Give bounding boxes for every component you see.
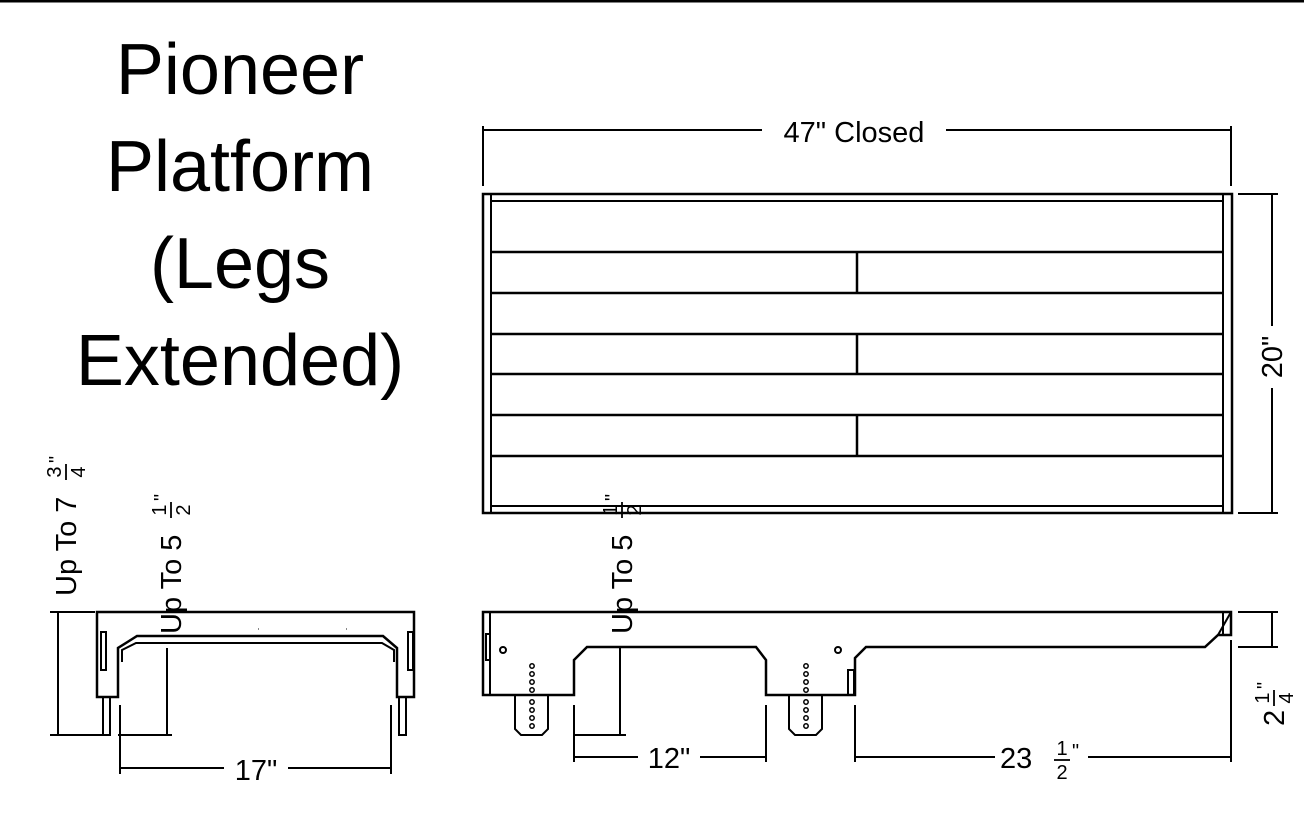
dim-side-leg-height: Up To 7 3 4 " — [44, 456, 103, 736]
dim-side-inner-height: Up To 5 1 2 " — [118, 494, 195, 736]
dim-front-inner-height-prefix: Up To 5 — [607, 535, 639, 634]
dim-side-width: 17" — [119, 705, 392, 787]
drawing-title: Pioneer Platform (Legs Extended) — [30, 22, 450, 410]
side-right-leg — [398, 696, 407, 736]
front-leg-holes — [529, 663, 809, 729]
dim-front-span-suffix: " — [1072, 741, 1079, 763]
dim-side-inner-height-num: 1 — [149, 504, 171, 515]
dim-front-height-prefix: 2 — [1259, 710, 1291, 726]
dim-front-leg-gap: 12" — [573, 705, 767, 775]
dim-top-width: 47" Closed — [482, 117, 1232, 186]
front-view-frame — [481, 610, 1233, 697]
front-right-leg — [788, 695, 823, 736]
dim-front-height: 2 1 4 " — [1238, 611, 1298, 726]
dim-front-span: 23 1 2 " — [854, 640, 1232, 784]
dim-front-inner-height-den: 2 — [624, 504, 646, 515]
front-left-leg — [514, 695, 549, 736]
dim-front-height-suffix: " — [1254, 682, 1276, 689]
side-view-frame — [95, 610, 416, 699]
dim-front-leg-gap-label: 12" — [648, 743, 691, 775]
dim-side-leg-height-num: 3 — [44, 466, 66, 477]
front-right-chamfer — [1217, 611, 1232, 636]
dim-front-span-prefix: 23 — [1000, 743, 1032, 775]
front-hole-right — [834, 646, 842, 654]
title-line-4: Extended) — [75, 321, 405, 401]
front-view: Up To 5 1 2 " 12" — [481, 494, 1298, 784]
dim-side-leg-height-suffix: " — [46, 456, 68, 463]
side-left-leg — [102, 696, 111, 736]
title-line-3: (Legs — [149, 224, 331, 304]
front-hole-left — [499, 646, 507, 654]
dim-side-leg-height-label: Up To 7 3 4 " — [44, 456, 90, 596]
dim-side-inner-height-suffix: " — [151, 494, 173, 501]
side-left-slot — [100, 631, 107, 671]
dim-side-leg-height-prefix: Up To 7 — [51, 497, 83, 596]
dim-side-inner-height-den: 2 — [173, 504, 195, 515]
dim-front-span-den: 2 — [1056, 762, 1067, 784]
title-line-2: Platform — [105, 127, 375, 207]
dim-side-leg-height-den: 4 — [68, 466, 90, 477]
dim-front-span-label: 23 1 2 " — [1000, 738, 1079, 784]
dim-side-width-label: 17" — [235, 755, 278, 787]
side-view-inner-edge — [121, 642, 395, 662]
dim-side-inner-height-prefix: Up To 5 — [156, 535, 188, 634]
top-view-slats — [491, 250, 1223, 458]
dim-front-inner-height-num: 1 — [600, 504, 622, 515]
top-view-outline — [481, 192, 1234, 515]
dim-front-span-num: 1 — [1056, 738, 1067, 760]
dim-top-depth: 20" — [1238, 193, 1289, 514]
dim-front-inner-height-label: Up To 5 1 2 " — [600, 494, 646, 634]
top-view: 47" Closed 20" — [481, 117, 1289, 515]
dim-front-inner-height: Up To 5 1 2 " — [574, 494, 646, 736]
front-left-slot — [485, 633, 491, 661]
dim-top-depth-label: 20" — [1257, 336, 1289, 379]
dim-top-width-label: 47" Closed — [784, 117, 925, 149]
side-right-slot — [407, 631, 414, 671]
front-center-slot — [847, 669, 855, 696]
dim-front-height-num: 1 — [1252, 692, 1274, 703]
dim-side-inner-height-label: Up To 5 1 2 " — [149, 494, 195, 634]
dim-front-inner-height-suffix: " — [602, 494, 624, 501]
title-line-1: Pioneer — [115, 30, 365, 110]
dim-front-height-label: 2 1 4 " — [1252, 682, 1298, 726]
side-view: Up To 7 3 4 " Up To 5 1 2 " — [44, 456, 416, 787]
dim-front-height-den: 4 — [1276, 692, 1298, 703]
